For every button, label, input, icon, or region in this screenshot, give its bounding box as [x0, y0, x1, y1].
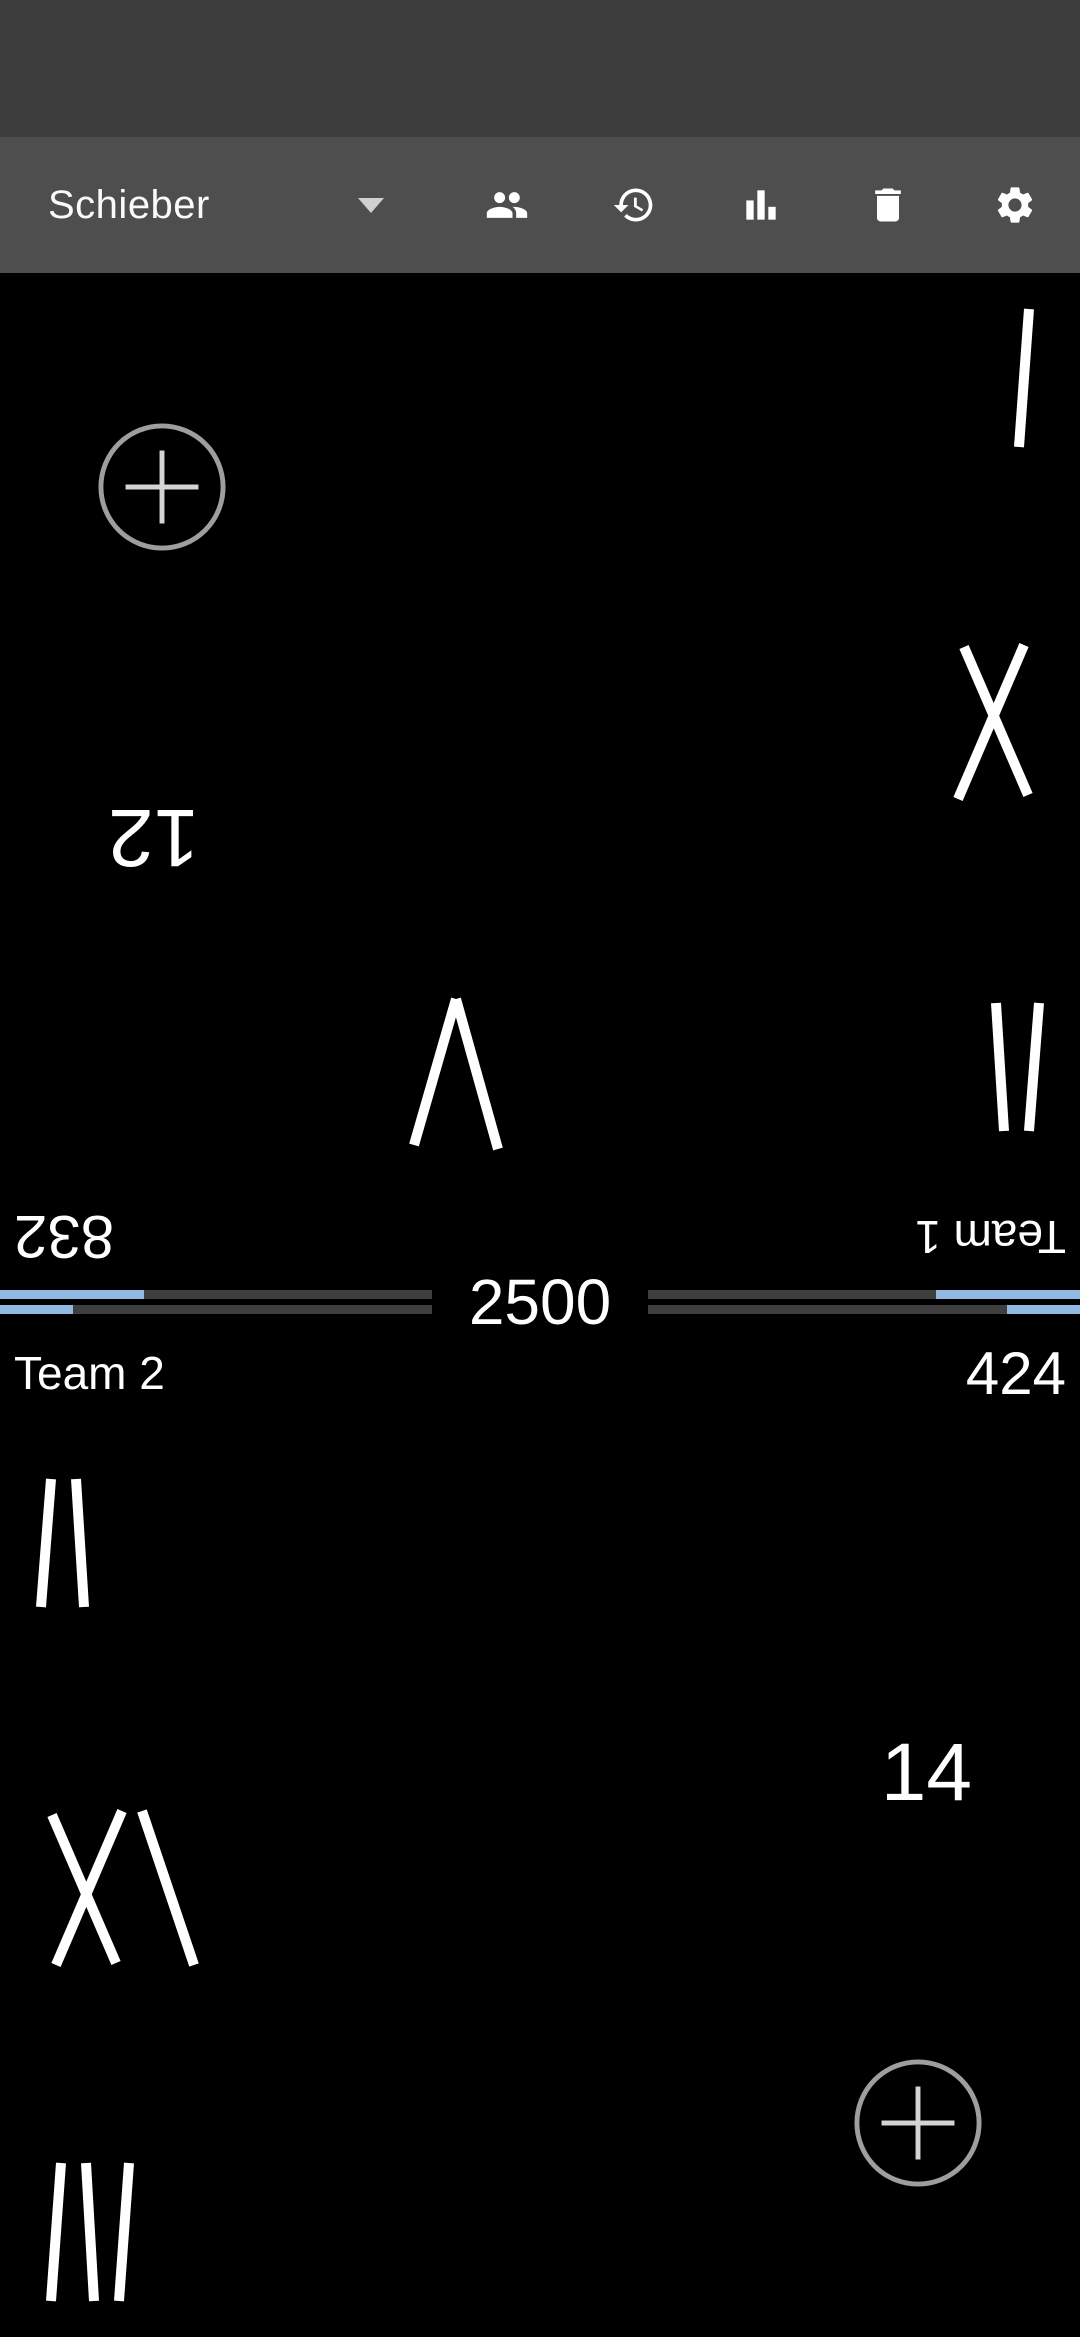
tally-marks	[0, 273, 1080, 1305]
plus-circle-icon	[98, 423, 226, 551]
progress-fill	[0, 1290, 144, 1299]
add-score-button[interactable]	[95, 420, 229, 554]
goal-score[interactable]: 2500	[0, 1270, 1080, 1334]
score-board: Team 1 832 12 Team 2 424 14	[0, 273, 1080, 2337]
tally-stroke-group	[36, 1478, 89, 1608]
progress-track	[648, 1290, 1080, 1299]
progress-fill	[0, 1305, 74, 1314]
delete-icon[interactable]	[856, 173, 920, 237]
game-type-dropdown[interactable]: Schieber	[48, 183, 384, 228]
team2-header: Team 2 424	[0, 1339, 1080, 1407]
tally-marks	[0, 1305, 1080, 2337]
team2-progress-bar	[0, 1305, 1080, 1314]
round-points: 14	[880, 1727, 972, 1818]
progress-track	[0, 1290, 432, 1299]
settings-icon[interactable]	[983, 173, 1047, 237]
page-title: Schieber	[48, 182, 210, 227]
tally-stroke-group	[409, 997, 503, 1151]
progress-fill	[936, 1290, 1080, 1299]
status-bar	[0, 0, 1080, 137]
players-icon[interactable]	[475, 173, 539, 237]
team1-progress-bar	[0, 1290, 1080, 1299]
history-icon[interactable]	[602, 173, 666, 237]
statistics-icon[interactable]	[729, 173, 793, 237]
tally-stroke-group	[47, 1809, 199, 1967]
tally-stroke-group	[991, 1002, 1044, 1132]
tally-stroke-group	[1014, 308, 1034, 448]
chevron-down-icon	[357, 197, 384, 213]
team-name: Team 2	[14, 1347, 165, 1399]
progress-track	[648, 1305, 1080, 1314]
add-score-button[interactable]	[851, 2056, 985, 2190]
team2-score-area[interactable]: Team 2 424 14	[0, 1305, 1080, 2337]
tally-stroke-group	[953, 643, 1033, 801]
progress-track	[0, 1305, 432, 1314]
goal-divider: 2500	[0, 1270, 1080, 1334]
app-toolbar: Schieber	[0, 137, 1080, 273]
tally-stroke-group	[46, 2162, 134, 2302]
toolbar-actions	[475, 173, 1047, 237]
team-score: 424	[965, 1339, 1066, 1407]
team1-score-area[interactable]: Team 1 832 12	[0, 273, 1080, 1305]
progress-fill	[1006, 1305, 1080, 1314]
plus-circle-icon	[854, 2059, 982, 2187]
